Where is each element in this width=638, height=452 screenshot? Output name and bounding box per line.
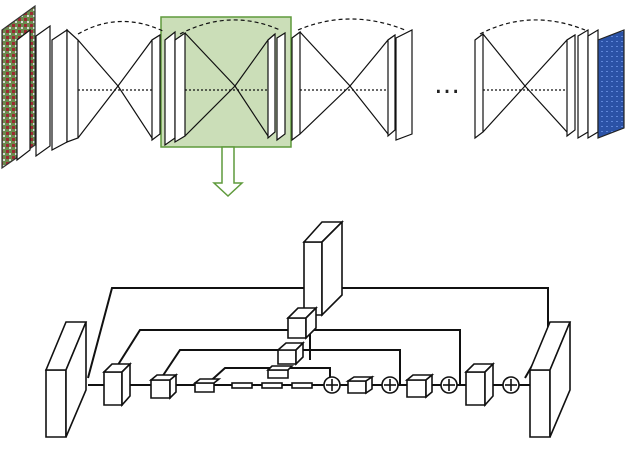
input-slab-2: [35, 24, 51, 158]
block-center-3: [267, 369, 289, 379]
plus-circle-icon: [381, 376, 399, 394]
plus-circle-icon: [440, 376, 458, 394]
hourglass-3: [291, 29, 413, 142]
block-right-1: [347, 380, 367, 394]
block-thin-1: [231, 382, 253, 389]
input-slab-1: [16, 28, 31, 162]
skip-arc-2: [179, 19, 281, 35]
output-image: [597, 29, 625, 139]
skip-arc-1: [77, 20, 166, 35]
plus-circle-icon: [323, 376, 341, 394]
hourglass-1: [66, 28, 161, 143]
block-top: [303, 241, 323, 316]
block-thin-2: [261, 382, 283, 389]
arrow-down-icon: [212, 146, 244, 198]
block-right-3: [465, 371, 486, 406]
skip-arc-3: [297, 18, 406, 31]
block-center-1: [287, 317, 307, 339]
plus-circle-icon: [502, 376, 520, 394]
block-thin-3: [291, 382, 313, 389]
skip-arc-4: [479, 19, 586, 35]
input-slab-3: [51, 28, 68, 151]
block-center-2: [277, 349, 297, 365]
hourglass-last: [474, 28, 599, 140]
hourglass-2: [164, 30, 286, 147]
block-left-2: [150, 379, 171, 399]
block-left-1: [103, 371, 123, 406]
block-left-3: [194, 382, 215, 393]
block-right-2: [406, 379, 427, 398]
block-input: [45, 369, 67, 438]
more-stacks-ellipsis: …: [434, 70, 463, 100]
block-output: [529, 369, 551, 438]
top-pipeline: [1, 4, 625, 170]
hourglass-detail: [44, 220, 572, 438]
